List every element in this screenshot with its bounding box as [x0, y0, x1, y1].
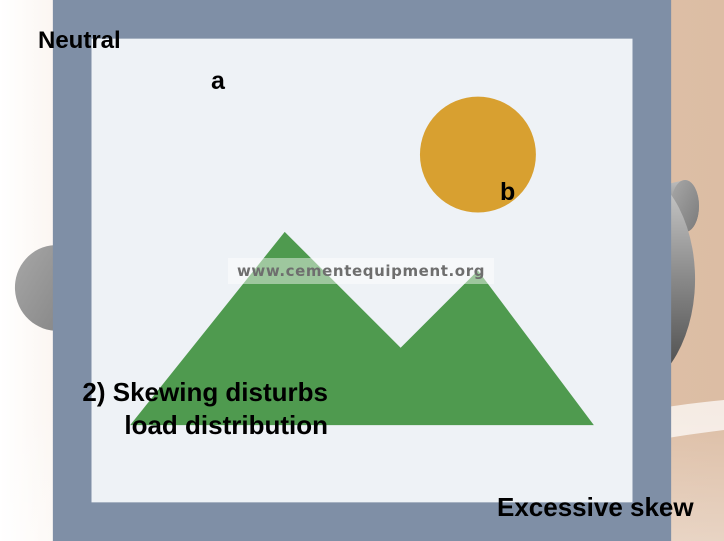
load-label-a: a	[211, 67, 225, 95]
excessive-skew-label: Excessive skew	[497, 492, 694, 522]
caption-line: load distribution	[124, 410, 328, 440]
neutral-label: Neutral	[38, 27, 121, 54]
watermark: www.cementequipment.org	[228, 258, 494, 284]
caption: 2) Skewing disturbs load distribution	[56, 376, 328, 442]
load-label-b: b	[500, 178, 516, 206]
caption-line: 2) Skewing disturbs	[82, 377, 328, 407]
